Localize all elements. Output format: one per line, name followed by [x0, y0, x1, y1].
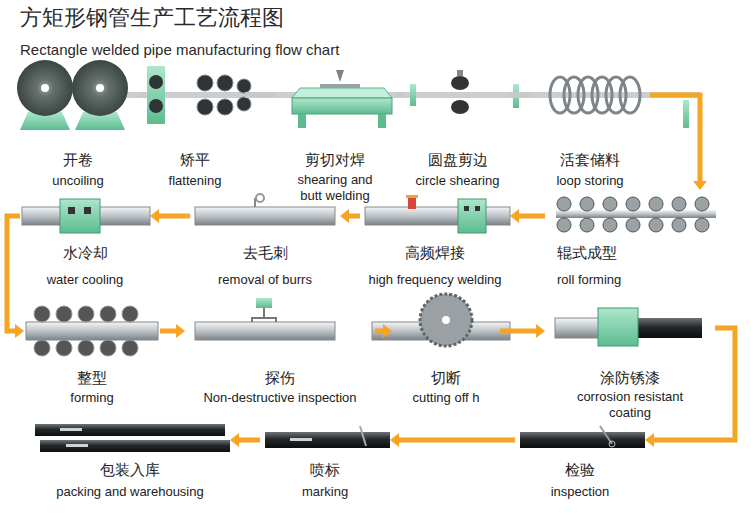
step-name-en: Non-destructive inspection: [203, 389, 356, 407]
process-step: 活套储料 loop storing: [530, 58, 650, 190]
strip-connector: [138, 95, 145, 96]
step-name-en: corrosion resistant coating: [568, 389, 693, 421]
flow-arrow: [150, 209, 190, 223]
strip-connector: [245, 95, 275, 96]
strip-connector: [510, 95, 530, 96]
marked-pipe: [265, 426, 390, 448]
step-name-zh: 去毛刺: [243, 243, 288, 263]
process-step: 矫平 flattening: [145, 58, 245, 190]
step-name-zh: 喷标: [310, 460, 340, 480]
process-step: 检验 inspection: [515, 428, 645, 501]
step-name-en: packing and warehousing: [56, 483, 203, 501]
flow-arrow: [7, 216, 24, 338]
process-step: 剪切对焊shearing and butt welding: [275, 58, 395, 204]
step-name-en: cutting off h: [413, 389, 480, 407]
forming-rollers: [26, 306, 158, 356]
step-name-en: shearing and butt welding: [288, 172, 383, 204]
flattener: [147, 66, 251, 124]
flow-arrow: [230, 433, 260, 447]
step-name-zh: 探伤: [265, 368, 295, 388]
flow-arrow: [645, 328, 735, 447]
cutting-saw: [372, 294, 510, 346]
step-name-zh: 包装入库: [100, 460, 160, 480]
step-name-en: water cooling: [47, 271, 124, 289]
process-step: 切断cutting off h: [392, 298, 500, 407]
process-step: 去毛刺 removal of burrs: [190, 190, 340, 289]
step-name-zh: 涂防锈漆: [600, 368, 660, 388]
chart-subtitle: Rectangle welded pipe manufacturing flow…: [20, 41, 339, 59]
coating-unit: [555, 308, 702, 346]
step-name-zh: 水冷却: [63, 243, 108, 263]
flow-arrow: [340, 209, 360, 223]
step-name-en: circle shearing: [416, 172, 500, 190]
flow-arrow: [510, 209, 545, 223]
process-step: 辊式成型 roll forming: [545, 190, 722, 289]
circle-shear: [410, 70, 519, 114]
process-step: 探伤Non-destructive inspection: [185, 298, 375, 407]
step-name-zh: 高频焊接: [405, 243, 465, 263]
pipe-bundle: [35, 424, 230, 452]
step-name-zh: 辊式成型: [557, 243, 617, 263]
step-name-en: marking: [302, 483, 348, 501]
step-name-zh: 开卷: [63, 150, 93, 170]
roll-former: [556, 197, 716, 232]
step-name-en: high frequency welding: [369, 271, 502, 289]
process-step: 圆盘剪边 circle shearing: [405, 58, 510, 190]
step-name-en: roll forming: [557, 271, 621, 289]
process-step: 水冷却 water cooling: [20, 190, 150, 289]
chart-title: 方矩形钢管生产工艺流程图: [20, 4, 284, 32]
process-step: 高频焊接 high frequency welding: [360, 190, 510, 289]
hf-welder: [365, 195, 510, 233]
strip-connector: [395, 95, 405, 96]
step-name-en: uncoiling: [52, 172, 103, 190]
step-name-en: inspection: [551, 483, 610, 501]
process-step: 喷标 marking: [260, 428, 390, 501]
step-name-zh: 剪切对焊: [305, 150, 365, 170]
inspected-pipe: [520, 426, 645, 448]
step-name-zh: 整型: [77, 368, 107, 388]
step-name-zh: 检验: [565, 460, 595, 480]
process-step: 开卷 uncoiling: [18, 58, 138, 190]
flow-arrow: [375, 324, 392, 338]
step-name-zh: 圆盘剪边: [428, 150, 488, 170]
step-name-en: removal of burrs: [218, 271, 312, 289]
loop-accumulator: [550, 77, 689, 128]
process-step: 涂防锈漆corrosion resistant coating: [545, 298, 715, 421]
flaw-detector: [195, 298, 335, 340]
flow-arrow: [650, 95, 707, 190]
uncoiler: [17, 60, 128, 130]
step-name-zh: 活套储料: [560, 150, 620, 170]
step-name-zh: 切断: [431, 368, 461, 388]
flow-arrow: [500, 324, 545, 338]
flow-arrow: [390, 433, 515, 447]
step-name-en: flattening: [169, 172, 222, 190]
cooling-tank: [22, 199, 150, 233]
step-name-zh: 矫平: [180, 150, 210, 170]
shear-welder: [292, 70, 392, 128]
flow-arrow: [160, 324, 185, 338]
step-name-en: forming: [70, 389, 113, 407]
process-step: 整型forming: [24, 298, 160, 407]
step-name-en: loop storing: [556, 172, 623, 190]
process-step: 包装入库 packing and warehousing: [30, 428, 230, 501]
